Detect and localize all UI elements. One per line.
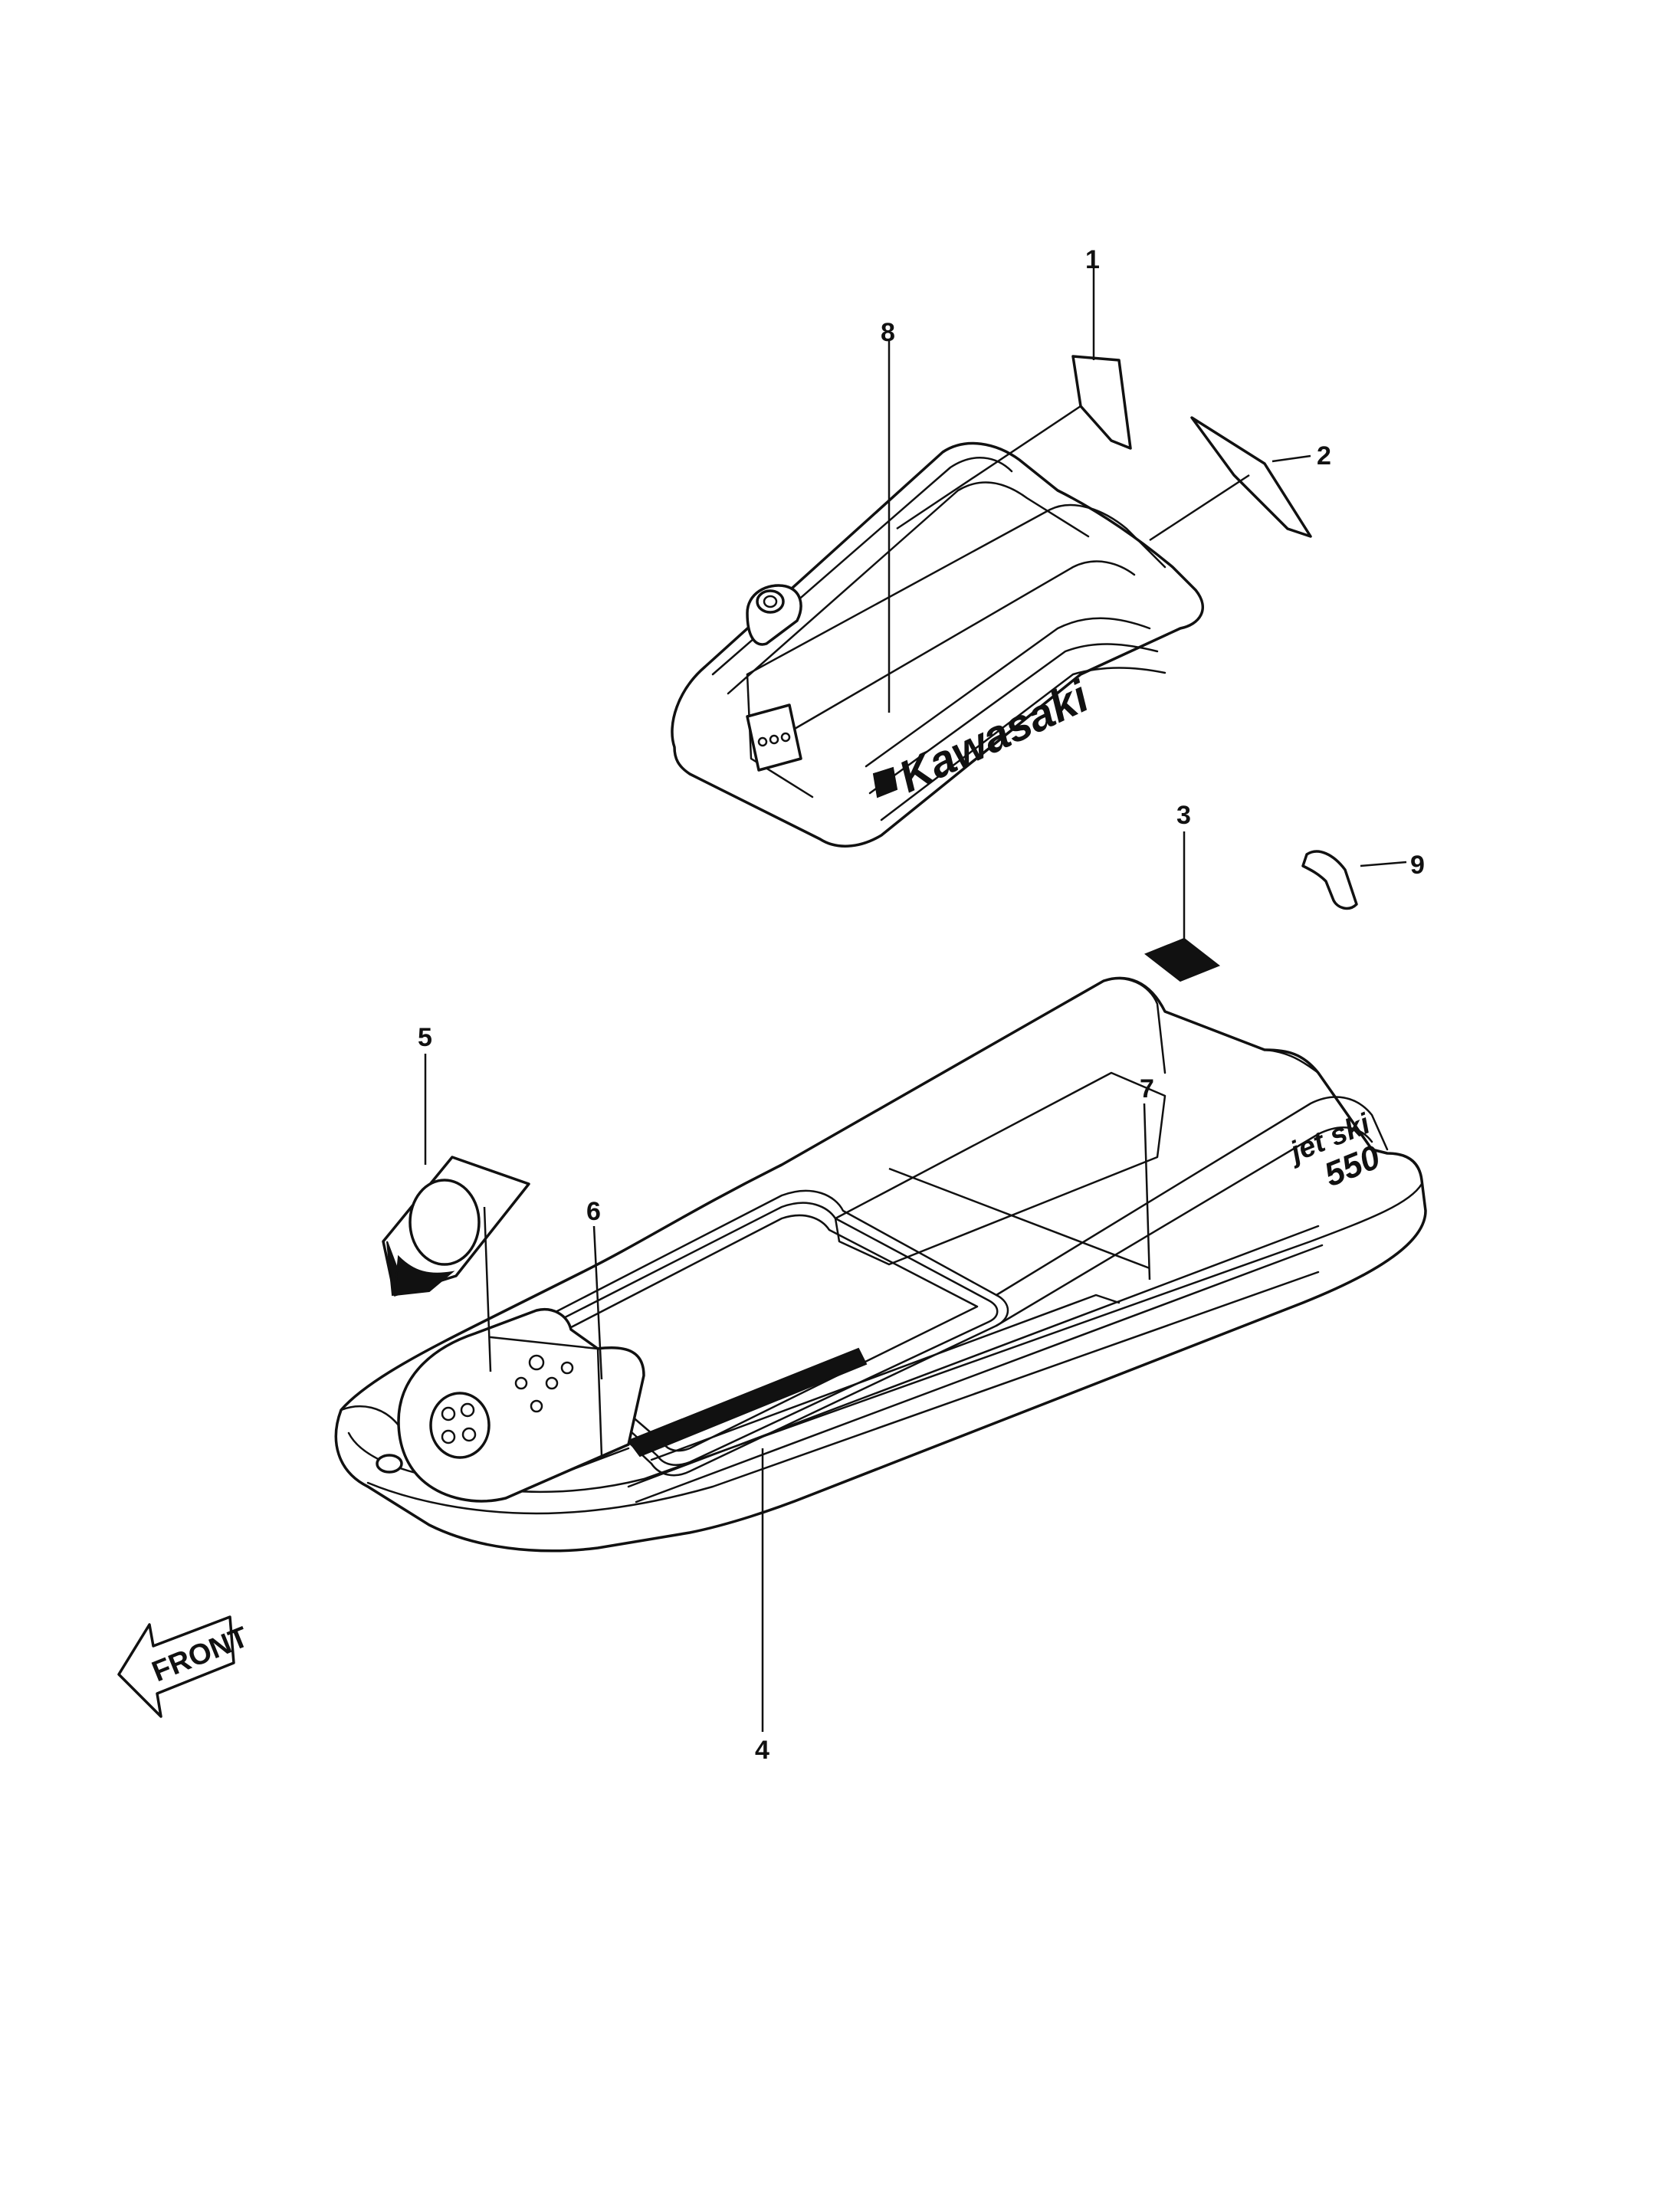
callout-7: 7 [1140, 1074, 1154, 1103]
decal-part-2 [1190, 416, 1312, 538]
decal-part-1 [1071, 355, 1132, 450]
callout-4: 4 [755, 1736, 769, 1765]
hull: jet ski 550 [334, 976, 1427, 1553]
engine-hood: Kawasaki [671, 441, 1204, 848]
callout-numbers: 1 8 2 3 9 5 6 7 4 [418, 245, 1425, 1765]
callout-5: 5 [418, 1023, 432, 1052]
callout-2: 2 [1317, 441, 1331, 471]
callout-3: 3 [1176, 801, 1191, 830]
decal-part-9 [1301, 850, 1358, 910]
front-arrow: FRONT [117, 1615, 253, 1718]
callout-8: 8 [881, 318, 895, 347]
callout-1: 1 [1085, 245, 1100, 274]
hood-vent [746, 703, 802, 772]
leader-lines [424, 261, 1407, 1732]
decal-part-5 [382, 1156, 530, 1297]
bow-pod [397, 1308, 645, 1503]
callout-9: 9 [1410, 851, 1425, 880]
decal-part-3 [1144, 937, 1220, 982]
hood-knob [746, 584, 802, 646]
callout-6: 6 [586, 1197, 601, 1226]
